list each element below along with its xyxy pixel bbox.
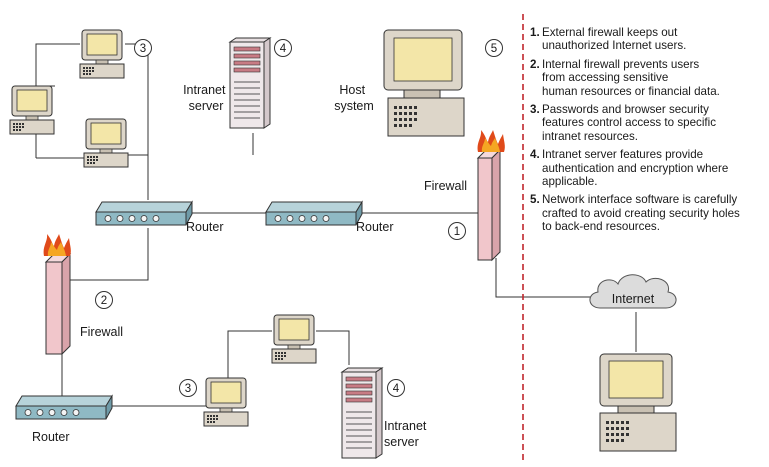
callout-5-top: 5	[485, 39, 503, 57]
note-item: 3.Passwords and browser security feature…	[530, 103, 716, 143]
callout-2: 2	[95, 291, 113, 309]
svg-text:2: 2	[101, 295, 107, 307]
intranet-server-bottom-label: Intranet server	[384, 419, 430, 449]
router-bottom-label: Router	[32, 430, 70, 444]
workstation-icon	[599, 353, 677, 452]
cloud-icon	[589, 274, 677, 309]
svg-text:3: 3	[185, 383, 191, 395]
workstation-icon	[9, 85, 55, 135]
internet-label: Internet	[612, 292, 655, 306]
svg-text:3: 3	[140, 43, 146, 55]
security-notes-list: 1.External firewall keeps out unauthoriz…	[530, 26, 766, 239]
firewall-right-label: Firewall	[424, 179, 467, 193]
router-right-label: Router	[356, 220, 394, 234]
workstation-icon	[203, 377, 249, 427]
workstation-icon	[83, 118, 129, 168]
svg-text:4: 4	[393, 383, 400, 395]
firewall-left-label: Firewall	[80, 325, 123, 339]
server-tower-icon	[229, 37, 271, 129]
router-left-label: Router	[186, 220, 224, 234]
svg-text:4: 4	[280, 43, 287, 55]
note-item: 5.Network interface software is carefull…	[530, 193, 740, 234]
note-item: 2.Internal firewall prevents users from …	[530, 57, 720, 98]
svg-text:5: 5	[491, 43, 497, 55]
note-item: 4.Intranet server features provide authe…	[530, 148, 729, 189]
intranet-server-top-label: Intranet server	[183, 83, 229, 113]
router-icon	[95, 201, 193, 226]
server-tower-icon	[341, 367, 383, 459]
firewall-icon	[476, 148, 502, 262]
callout-3-bottom: 3	[179, 379, 197, 397]
firewall-icon	[44, 252, 72, 356]
svg-text:1: 1	[454, 226, 460, 238]
flame-icon	[43, 234, 71, 256]
flame-icon	[477, 130, 505, 152]
workstation-icon	[79, 29, 125, 79]
router-icon	[265, 201, 363, 226]
callout-1: 1	[448, 222, 466, 240]
host-system-label: Host system	[334, 83, 374, 113]
workstation-icon	[383, 29, 465, 137]
network-links	[35, 43, 637, 407]
callout-3-top: 3	[134, 39, 152, 57]
workstation-icon	[271, 314, 317, 364]
router-icon	[15, 395, 113, 420]
callout-4-bottom: 4	[387, 379, 405, 397]
note-item: 1.External firewall keeps out unauthoriz…	[530, 26, 687, 53]
callout-4-top: 4	[274, 39, 292, 57]
